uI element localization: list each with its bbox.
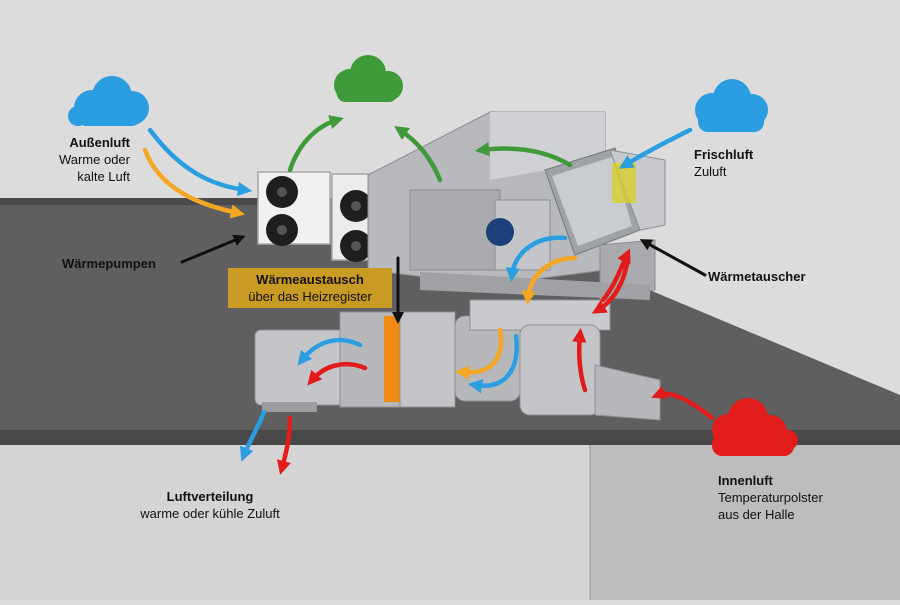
inside-air-arrow-1 <box>651 385 715 421</box>
waermeaustausch-title: Wärmeaustausch <box>256 272 364 287</box>
blue-cloud-icon <box>68 76 149 126</box>
label-luftverteilung: Luftverteilung warme oder kühle Zuluft <box>110 488 310 522</box>
fresh-air-arrow <box>618 127 693 169</box>
exhaust-arrow-1 <box>287 115 344 173</box>
outside-air-arrow-orange <box>142 147 246 219</box>
label-waermepumpen: Wärmepumpen <box>62 255 182 272</box>
innenluft-title: Innenluft <box>718 473 773 488</box>
innenluft-line1: Temperaturpolster <box>718 490 823 505</box>
filter-yellow <box>612 163 636 203</box>
supply-arrow-blue <box>239 409 267 462</box>
inside-air-arrow-3 <box>600 248 631 303</box>
label-waermetauscher: Wärmetauscher <box>708 268 838 285</box>
luftverteilung-sub: warme oder kühle Zuluft <box>140 506 280 521</box>
luftverteilung-title: Luftverteilung <box>166 489 254 504</box>
inside-air-arrow-2 <box>572 327 588 393</box>
aussenluft-line2: kalte Luft <box>77 169 130 184</box>
coil-arrow-blue <box>297 337 363 366</box>
pointer-heat-exchanger <box>639 239 707 277</box>
label-waermeaustausch: Wärmeaustausch über das Heizregister <box>228 268 392 308</box>
ceiling-front <box>0 430 900 445</box>
waermepumpen-title: Wärmepumpen <box>62 256 156 271</box>
duct-system <box>254 299 661 421</box>
waermetauscher-title: Wärmetauscher <box>708 269 806 284</box>
waermeaustausch-sub: über das Heizregister <box>248 289 372 304</box>
pointer-heat-pumps <box>180 234 246 264</box>
aussenluft-title: Außenluft <box>69 135 130 150</box>
duct-arrow-orange <box>454 327 504 380</box>
aussenluft-line1: Warme oder <box>58 152 130 167</box>
label-aussenluft: Außenluft Warme oder kalte Luft <box>30 134 130 185</box>
heating-coil <box>384 316 400 402</box>
side-wall <box>590 445 900 600</box>
exhaust-arrow-3 <box>474 141 573 168</box>
heat-exchanger-arrow-orange <box>521 255 578 306</box>
red-cloud-icon <box>712 398 798 456</box>
supply-arrow-red <box>276 415 293 475</box>
duct-arrow-blue <box>467 333 519 394</box>
pointer-arrows <box>180 234 707 324</box>
frischluft-sub: Zuluft <box>694 164 727 179</box>
exhaust-arrow-2 <box>394 126 443 183</box>
airflow-arrows <box>142 115 715 475</box>
frischluft-title: Frischluft <box>694 147 754 162</box>
green-cloud-icon <box>334 55 403 102</box>
label-frischluft: Frischluft Zuluft <box>694 146 814 180</box>
blue-cloud-icon <box>695 79 768 132</box>
heat-exchanger-arrow-blue <box>505 235 568 283</box>
innenluft-line2: aus der Halle <box>718 507 795 522</box>
outside-air-arrow-blue <box>147 127 253 197</box>
fan-icon <box>266 176 372 262</box>
label-innenluft: Innenluft Temperaturpolster aus der Hall… <box>718 472 868 523</box>
coil-arrow-red <box>307 362 368 386</box>
supply-grille <box>262 402 317 412</box>
